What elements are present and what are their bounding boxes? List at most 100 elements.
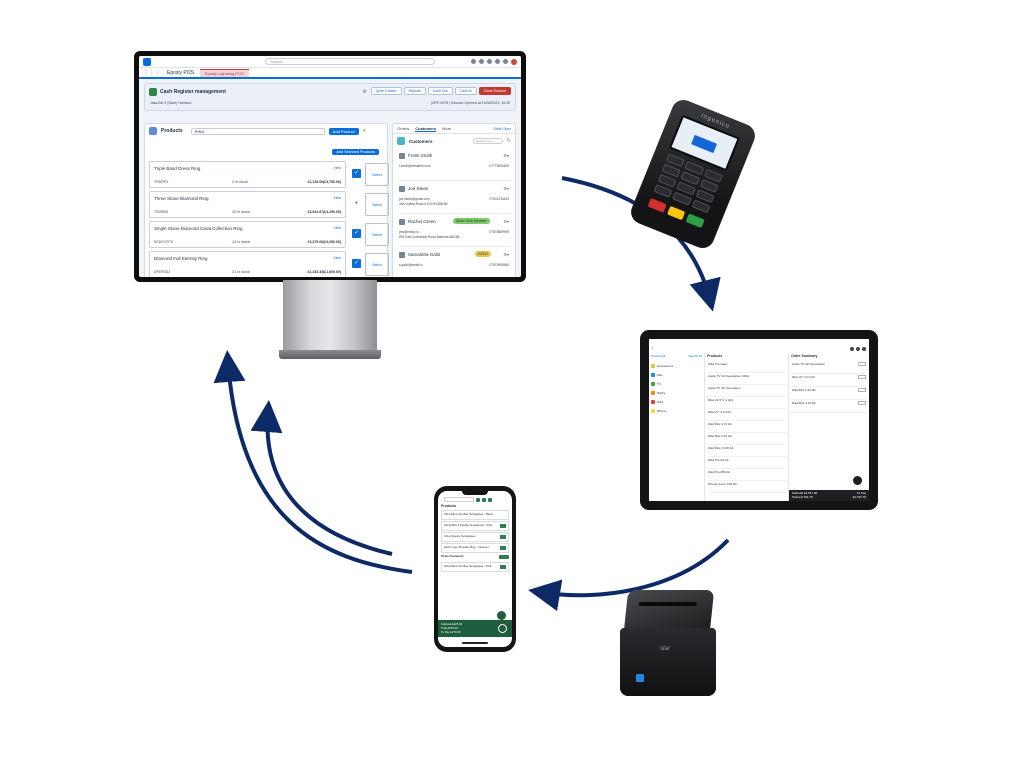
- tablet-product-item[interactable]: iPhone Cover 128 Gb: [707, 481, 786, 493]
- product-select-button[interactable]: Select: [365, 253, 389, 276]
- phone-action-button[interactable]: [497, 611, 506, 620]
- product-checkbox[interactable]: ✓: [352, 169, 361, 178]
- user-icon[interactable]: [856, 347, 860, 351]
- tablet-product-item[interactable]: iMac 21.5" 1.3 Ghz: [707, 397, 786, 409]
- product-view-link[interactable]: View: [333, 166, 341, 170]
- tab-orders[interactable]: Orders: [397, 126, 410, 131]
- product-select-button[interactable]: Select: [365, 223, 389, 246]
- add-icon[interactable]: [479, 58, 484, 64]
- product-view-link[interactable]: View: [333, 196, 341, 200]
- cash-out-button[interactable]: Cash Out: [427, 87, 453, 95]
- menu-icon[interactable]: [862, 347, 866, 351]
- order-line[interactable]: iMac 27" 3.4 Ghz: [791, 374, 867, 387]
- customer-menu-icon[interactable]: ⚙▾: [503, 186, 509, 191]
- category-item[interactable]: Mac: [651, 370, 702, 379]
- product-card[interactable]: Three Stone Diamond Ring View TSDRBS 20 …: [149, 191, 346, 218]
- tablet-product-item[interactable]: iPad Mini 4 16 Gb: [707, 421, 786, 433]
- order-line[interactable]: iPad Mini 2 64 Gb: [791, 387, 867, 400]
- customer-item[interactable]: Rachel Green Silver Club Member ⚙▾ jms@e…: [397, 216, 511, 247]
- register-settings-icon[interactable]: ⚙: [362, 89, 367, 95]
- add-to-cart-icon[interactable]: [500, 535, 506, 539]
- customer-item[interactable]: Joe Stean ⚙▾ joe.stean@gmail.com 44A Ley…: [397, 183, 511, 214]
- tablet-action-button[interactable]: [853, 476, 862, 485]
- add-to-cart-icon[interactable]: [500, 546, 506, 550]
- product-all-link[interactable]: Product All: [651, 354, 666, 358]
- user-icon[interactable]: [482, 497, 486, 502]
- quantity-stepper[interactable]: [858, 362, 866, 366]
- phone-order-row[interactable]: Oliva Men's Double Sunglasses - Pink: [441, 562, 509, 572]
- phone-product-row[interactable]: Olive Square Sunglasses: [441, 532, 509, 542]
- tablet-product-item[interactable]: iPad Pro Case: [707, 361, 786, 373]
- product-card[interactable]: Single Stone Diamond Carat Collection Ri…: [149, 221, 346, 248]
- scan-icon[interactable]: [850, 347, 854, 351]
- add-to-cart-icon[interactable]: [500, 524, 506, 528]
- product-checkbox[interactable]: ✓: [352, 229, 361, 238]
- tablet-product-item[interactable]: iPad Mini 2 128 Gb: [707, 445, 786, 457]
- category-item[interactable]: Accessories: [651, 361, 702, 370]
- tab-customers[interactable]: Customers: [415, 125, 437, 132]
- tab-eposly-lightning-pos[interactable]: Eposly Lightning POS: [199, 68, 249, 77]
- product-checkbox[interactable]: +: [352, 199, 361, 208]
- help-icon[interactable]: [487, 58, 492, 64]
- menu-icon[interactable]: [488, 497, 492, 502]
- reports-button[interactable]: Reports: [403, 87, 426, 95]
- settings-icon[interactable]: [495, 58, 500, 64]
- product-card[interactable]: Diamond Full Eternity Ring View DFERSS2 …: [149, 251, 346, 277]
- tablet-product-item[interactable]: Apple TV 4K Generation: [707, 385, 786, 397]
- tablet-product-item[interactable]: Apple TV 3rd Generation 32Gb: [707, 373, 786, 385]
- customer-search-input[interactable]: Search for a...: [472, 138, 503, 144]
- plus-icon[interactable]: +: [362, 128, 366, 134]
- category-item[interactable]: iPad: [651, 397, 702, 406]
- open-drawer-button[interactable]: Open Drawer: [370, 87, 402, 95]
- phone-product-row[interactable]: Olivia Men's Double Sunglasses - Pink: [441, 521, 509, 531]
- quantity-stepper[interactable]: [858, 401, 866, 405]
- product-select-button[interactable]: Select: [365, 193, 389, 216]
- tablet-product-item[interactable]: iPad Pro 256 Gb: [707, 469, 786, 481]
- quantity-stepper[interactable]: [500, 565, 506, 569]
- tab-more[interactable]: More: [442, 126, 452, 131]
- back-chevron-icon[interactable]: ‹: [441, 497, 442, 502]
- product-search-input[interactable]: RING: [190, 127, 325, 135]
- order-line[interactable]: Apple TV 4th Generation: [791, 361, 867, 374]
- product-view-link[interactable]: View: [333, 226, 341, 230]
- phone-product-row[interactable]: Earth Logo Shoulder Bag - Caramel: [441, 543, 509, 553]
- user-avatar[interactable]: [511, 58, 517, 65]
- favorites-icon[interactable]: [471, 58, 476, 64]
- scan-icon[interactable]: [476, 497, 480, 502]
- search-all-link[interactable]: Search All: [688, 354, 702, 358]
- product-view-link[interactable]: View: [333, 256, 341, 260]
- category-item[interactable]: TV: [651, 379, 702, 388]
- tablet-product-item[interactable]: iMac 27" 3.4 Ghz: [707, 409, 786, 421]
- close-session-button[interactable]: Close Session: [478, 87, 511, 95]
- tablet-product-item[interactable]: iPad Pro 64 Gb: [707, 457, 786, 469]
- back-chevron-icon[interactable]: ‹: [652, 346, 654, 352]
- customer-item[interactable]: Frank Smith ⚙▾ f.smith@emailme.com 07779…: [397, 150, 511, 181]
- phone-product-row[interactable]: Oliva Men's Double Sunglasses - Black: [441, 510, 509, 520]
- product-checkbox[interactable]: ✓: [352, 259, 361, 268]
- global-search-input[interactable]: Search...: [265, 58, 435, 65]
- phone-search-input[interactable]: [444, 497, 474, 502]
- summary-action-icon[interactable]: [499, 555, 509, 559]
- category-item[interactable]: iPad's: [651, 388, 702, 397]
- app-launcher-icon[interactable]: ⋮⋮⋮: [143, 70, 161, 76]
- add-selected-products-button[interactable]: Add Selected Products: [332, 149, 379, 155]
- checkout-arrow-icon[interactable]: [498, 624, 507, 633]
- quantity-stepper[interactable]: [858, 388, 866, 392]
- cash-in-button[interactable]: Cash In: [454, 87, 477, 95]
- quantity-stepper[interactable]: [858, 375, 866, 379]
- category-item[interactable]: iPhone: [651, 406, 702, 415]
- phone-totals-bar[interactable]: Subtotal £225.00 Total £270.00 To Pay £2…: [438, 620, 512, 637]
- shift-link[interactable]: Shift Over: [493, 126, 511, 131]
- refresh-icon[interactable]: ↻: [506, 138, 511, 144]
- order-line[interactable]: iPad Mini 4 64 Gb: [791, 400, 867, 413]
- product-select-button[interactable]: Select: [365, 163, 389, 186]
- product-card[interactable]: Triple Band Dress Ring View TRDRP3 2 in …: [149, 161, 346, 188]
- customer-menu-icon[interactable]: ⚙▾: [503, 153, 509, 158]
- customer-menu-icon[interactable]: ⚙▾: [503, 252, 509, 257]
- add-product-button[interactable]: Add Product: [328, 127, 359, 135]
- notification-bell-icon[interactable]: [503, 58, 508, 64]
- terminal-screen-button[interactable]: [691, 134, 718, 154]
- customer-menu-icon[interactable]: ⚙▾: [503, 219, 509, 224]
- customer-item[interactable]: Samantha Gallo GOLD ⚙▾ s.gallo@email.io …: [397, 249, 511, 277]
